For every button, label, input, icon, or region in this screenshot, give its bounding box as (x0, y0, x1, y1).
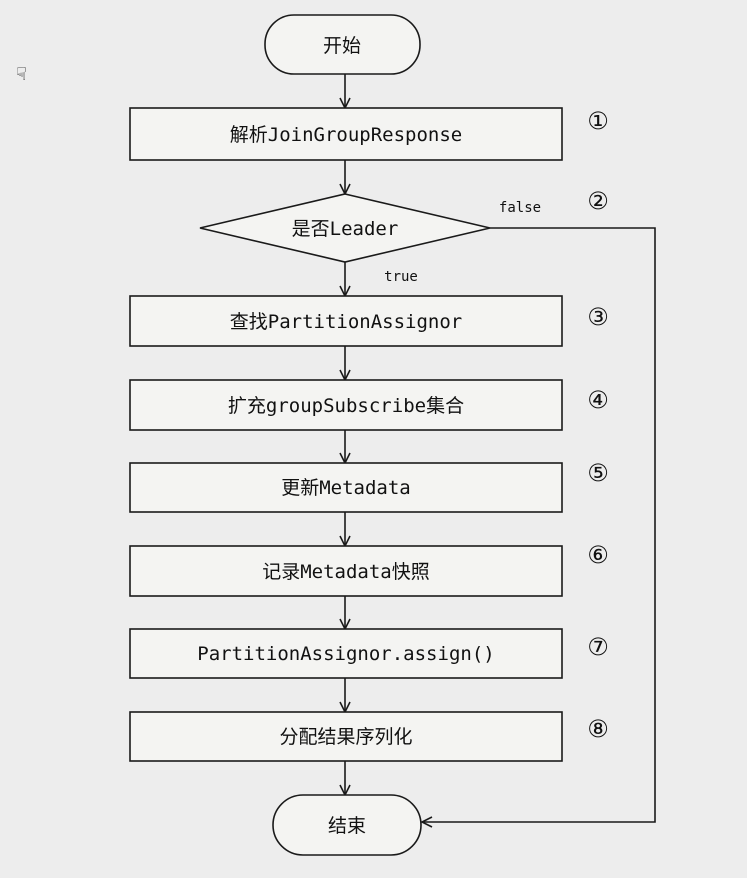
expand-subscribe-node: 扩充groupSubscribe集合 (129, 379, 563, 431)
assign-node: PartitionAssignor.assign() (129, 628, 563, 679)
start-node: 开始 (264, 14, 421, 75)
true-branch-label: true (384, 269, 418, 285)
is-leader-label: 是否Leader (292, 218, 399, 240)
start-node-label: 开始 (323, 35, 361, 57)
edge-false-to-end (422, 227, 656, 822)
end-node: 结束 (272, 794, 422, 856)
find-assignor-node: 查找PartitionAssignor (129, 295, 563, 347)
hand-cursor-icon: ☟ (16, 64, 27, 85)
step-number-7: ⑦ (587, 633, 609, 661)
metadata-snapshot-label: 记录Metadata快照 (262, 561, 430, 583)
step-number-5: ⑤ (587, 459, 609, 487)
step-number-4: ④ (587, 386, 609, 414)
step-number-6: ⑥ (587, 541, 609, 569)
assign-label: PartitionAssignor.assign() (197, 643, 494, 665)
end-node-label: 结束 (328, 815, 366, 837)
step-number-3: ③ (587, 303, 609, 331)
is-leader-decision: 是否Leader (199, 193, 491, 263)
step-number-2: ② (587, 187, 609, 215)
serialize-result-label: 分配结果序列化 (279, 726, 412, 748)
parse-response-node: 解析JoinGroupResponse (129, 107, 563, 161)
update-metadata-node: 更新Metadata (129, 462, 563, 513)
expand-subscribe-label: 扩充groupSubscribe集合 (228, 395, 464, 417)
parse-response-label: 解析JoinGroupResponse (230, 124, 462, 146)
step-number-1: ① (587, 107, 609, 135)
find-assignor-label: 查找PartitionAssignor (230, 311, 462, 333)
metadata-snapshot-node: 记录Metadata快照 (129, 545, 563, 597)
false-branch-label: false (499, 200, 541, 216)
step-number-8: ⑧ (587, 715, 609, 743)
serialize-result-node: 分配结果序列化 (129, 711, 563, 762)
update-metadata-label: 更新Metadata (281, 477, 411, 499)
